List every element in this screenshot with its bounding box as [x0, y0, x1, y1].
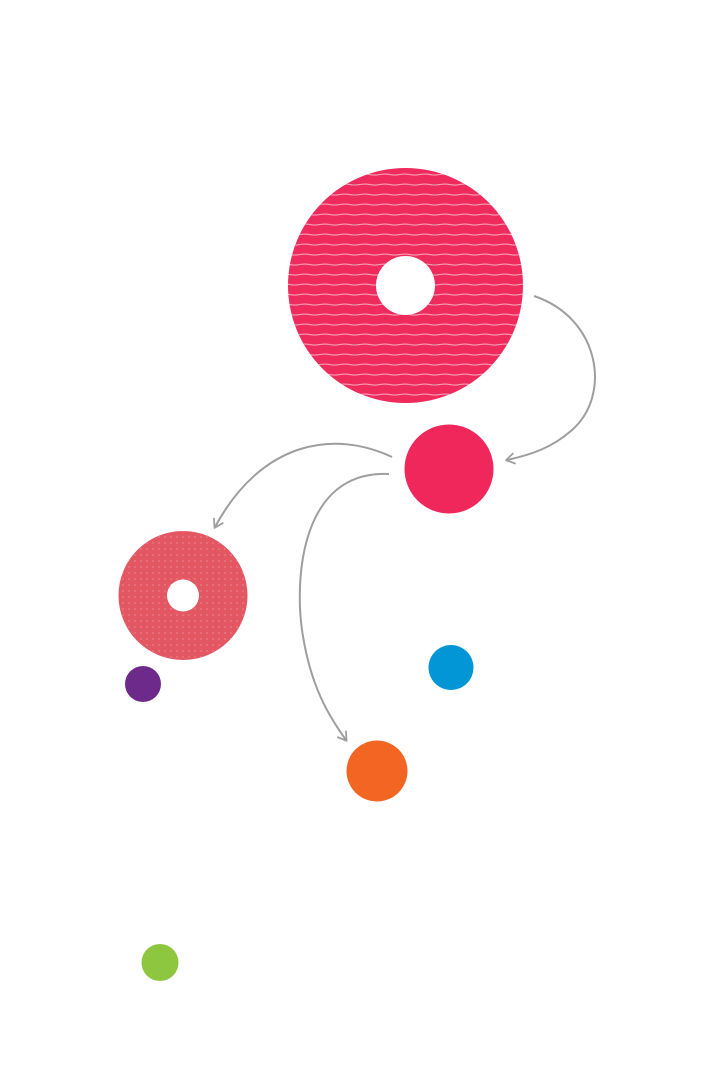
coral-ring-dots [118, 531, 248, 660]
arrow-pink-dot-to-coral-ring [213, 442, 393, 529]
orange-dot [346, 740, 408, 802]
coral-dotted-ring [118, 531, 248, 660]
arrow-pink-dot-to-orange-dot [298, 472, 390, 742]
arrow-ring-to-pink-dot [505, 295, 596, 465]
large-ring-stripes [287, 168, 523, 403]
large-striped-ring [287, 168, 523, 403]
purple-dot [125, 666, 161, 702]
pink-dot [404, 424, 494, 514]
blue-dot [428, 645, 474, 690]
green-dot [141, 944, 179, 981]
